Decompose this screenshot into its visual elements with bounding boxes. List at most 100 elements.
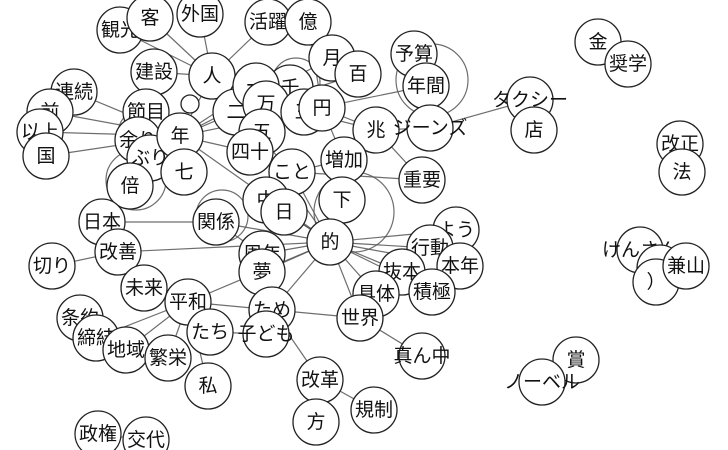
node-juuyou[interactable]: 重要	[398, 156, 446, 204]
node-nooberu[interactable]: ノーベル	[504, 358, 580, 406]
node-label: 年間	[407, 75, 445, 97]
node-kankei[interactable]: 関係	[192, 198, 240, 246]
node-circle	[160, 148, 208, 196]
node-label: 未来	[125, 277, 163, 299]
node-circle	[176, 0, 224, 38]
node-circle	[406, 104, 454, 152]
node-hanei[interactable]: 繁栄	[144, 334, 192, 382]
node-label: 平和	[169, 291, 207, 313]
node-label: 増加	[325, 149, 363, 171]
node-label: 子ども	[237, 323, 294, 345]
node-zouka[interactable]: 増加	[320, 136, 368, 184]
node-shougaku[interactable]: 奨学	[604, 40, 652, 88]
node-nenkan[interactable]: 年間	[402, 62, 450, 110]
node-katsuyaku[interactable]: 活躍	[244, 0, 292, 46]
node-circle	[306, 218, 354, 266]
node-label: 日本	[83, 211, 121, 233]
node-label: 店	[524, 119, 543, 141]
node-label: 積極	[413, 281, 451, 303]
node-nen[interactable]: 年	[156, 112, 204, 160]
node-label: 円	[312, 97, 331, 119]
node-circle	[336, 294, 384, 342]
node-maru[interactable]	[180, 94, 200, 114]
node-label: 的	[320, 231, 339, 253]
node-gaikoku[interactable]: 外国	[176, 0, 224, 38]
node-kaikaku[interactable]: 改革	[296, 356, 344, 404]
node-hyaku[interactable]: 百	[334, 50, 382, 98]
node-label: 政権	[79, 423, 117, 445]
node-label: 年	[170, 125, 189, 147]
node-sekai[interactable]: 世界	[336, 294, 384, 342]
node-chou[interactable]: 兆	[352, 106, 400, 154]
node-layer: 観光客外国活躍億月予算金奨学建設人千百年間連続前以上国節目余りぶり年二一万五三円…	[16, 0, 710, 450]
node-kisei[interactable]: 規制	[350, 386, 398, 434]
node-oku[interactable]: 億	[284, 0, 332, 46]
node-circle	[94, 228, 142, 276]
node-label: 交代	[127, 429, 165, 450]
node-watashi[interactable]: 私	[184, 362, 232, 410]
node-kirikiri[interactable]: 切り	[28, 242, 76, 290]
node-label: 世界	[341, 307, 379, 329]
node-circle	[126, 0, 174, 42]
node-mannaka[interactable]: 真ん中	[393, 332, 451, 380]
node-circle	[350, 386, 398, 434]
node-bai[interactable]: 倍	[106, 162, 154, 210]
node-hito[interactable]: 人	[188, 52, 236, 100]
node-shichi[interactable]: 七	[160, 148, 208, 196]
node-circle	[352, 106, 400, 154]
node-shou[interactable]: 賞	[552, 336, 600, 384]
node-circle	[552, 336, 600, 384]
node-ziinzu[interactable]: ジーンズ	[393, 104, 468, 152]
node-seiken[interactable]: 政権	[74, 410, 122, 450]
node-kensetsu[interactable]: 建設	[130, 48, 178, 96]
node-label: 繁栄	[149, 347, 187, 369]
node-kenzan[interactable]: 兼山	[662, 242, 710, 290]
node-yonjuu[interactable]: 四十	[226, 128, 274, 176]
node-kuni[interactable]: 国	[22, 132, 70, 180]
node-circle	[226, 128, 274, 176]
node-mise[interactable]: 店	[510, 106, 558, 154]
node-label: 建設	[135, 61, 173, 83]
node-kaizen[interactable]: 改善	[94, 228, 142, 276]
node-circle	[120, 264, 168, 312]
node-sekkyoku[interactable]: 積極	[408, 268, 456, 316]
node-nichi[interactable]: 日	[260, 188, 308, 236]
node-label: 金	[588, 31, 607, 53]
node-en[interactable]: 円	[298, 84, 346, 132]
node-label: 私	[198, 375, 217, 397]
node-label: 改正	[661, 133, 699, 155]
node-label: 外国	[181, 3, 219, 25]
node-teki[interactable]: 的	[306, 218, 354, 266]
node-label: 規制	[355, 399, 393, 421]
edge-kaizen-teki	[117, 241, 331, 253]
node-label: 活躍	[249, 11, 287, 33]
node-label: こと	[273, 161, 311, 183]
node-honnen[interactable]: 本年	[436, 242, 484, 290]
node-kodomo[interactable]: 子ども	[237, 310, 295, 358]
node-circle	[292, 398, 340, 446]
node-label: 倍	[120, 175, 139, 197]
node-chiiki[interactable]: 地域	[102, 326, 150, 374]
node-shita[interactable]: 下	[318, 176, 366, 224]
node-circle	[662, 242, 710, 290]
node-kata[interactable]: 方	[292, 398, 340, 446]
node-circle	[260, 188, 308, 236]
node-label: 下	[332, 189, 351, 211]
node-tachi[interactable]: たち	[186, 308, 234, 356]
node-yume[interactable]: 夢	[238, 248, 286, 296]
node-circle	[408, 268, 456, 316]
node-circle	[180, 94, 200, 114]
node-kyaku[interactable]: 客	[126, 0, 174, 42]
node-label: ジーンズ	[393, 117, 468, 139]
node-mirai[interactable]: 未来	[120, 264, 168, 312]
node-koutai[interactable]: 交代	[122, 416, 170, 450]
node-hou[interactable]: 法	[658, 148, 706, 196]
node-circle	[192, 198, 240, 246]
node-label: 法	[672, 161, 691, 183]
node-label: たち	[191, 321, 229, 343]
node-label: 地域	[107, 339, 145, 361]
node-label: 予算	[395, 43, 433, 65]
node-label: 行動	[411, 237, 449, 259]
